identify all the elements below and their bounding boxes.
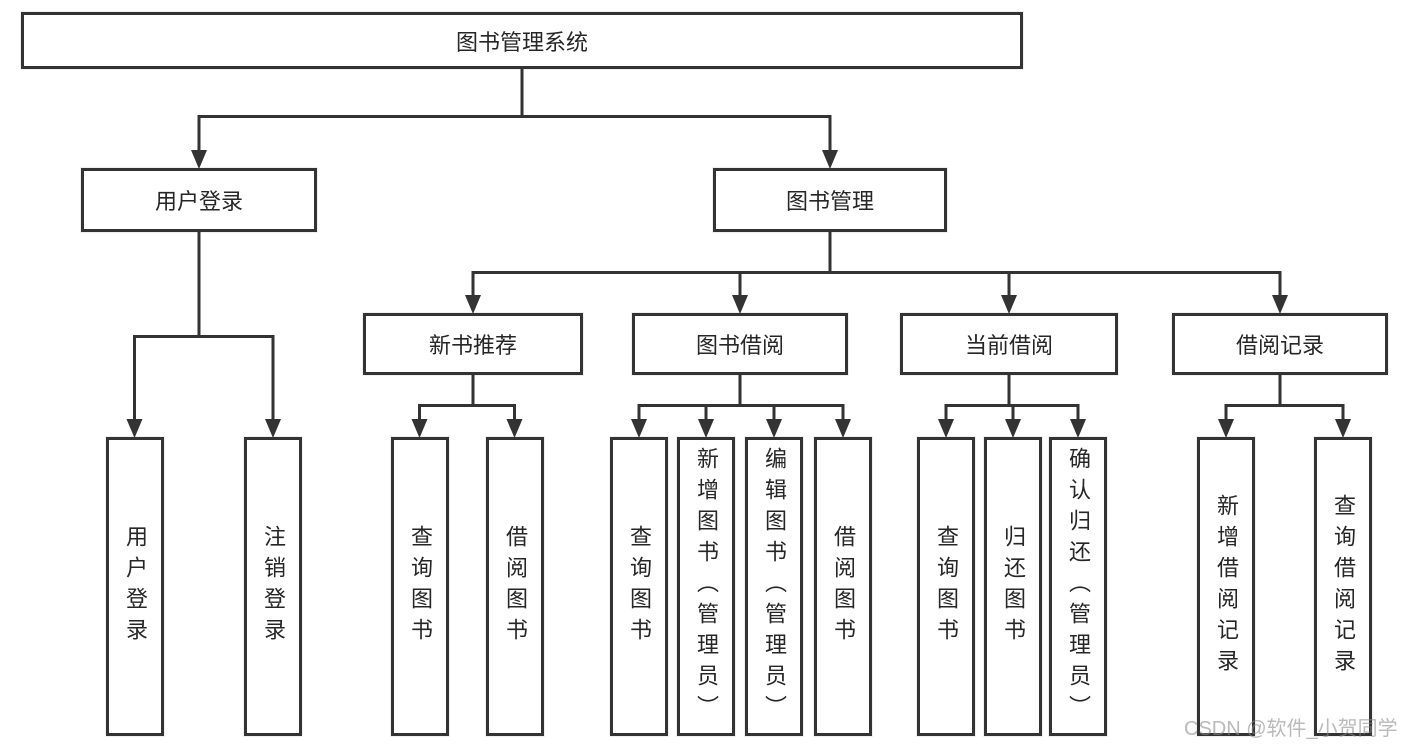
node-new-book-recommend: 新书推荐	[363, 313, 583, 375]
leaf-query-book-1: 查询图书	[391, 437, 449, 736]
arrowhead	[822, 150, 838, 169]
leaf-query-book-3-label: 查询图书	[934, 524, 959, 649]
leaf-query-book-2-label: 查询图书	[627, 524, 652, 649]
leaf-query-borrow-record: 查询借阅记录	[1314, 437, 1372, 736]
node-root: 图书管理系统	[21, 12, 1023, 69]
arrowhead	[265, 419, 281, 438]
node-book-borrow: 图书借阅	[632, 313, 848, 375]
node-user-login-label: 用户登录	[154, 189, 243, 214]
leaf-query-book-2: 查询图书	[610, 437, 668, 736]
leaf-borrow-book-2-label: 借阅图书	[831, 524, 856, 649]
arrowhead	[835, 419, 851, 438]
leaf-add-borrow-record-label: 新增借阅记录	[1214, 493, 1239, 680]
node-book-mgmt: 图书管理	[713, 168, 947, 232]
leaf-logout: 注销登录	[244, 437, 302, 736]
arrowhead	[506, 419, 523, 438]
arrowhead	[766, 419, 782, 438]
arrowhead	[1335, 419, 1351, 438]
leaf-borrow-book-1: 借阅图书	[486, 437, 544, 736]
arrowhead	[732, 295, 748, 314]
watermark: CSDN @软件_小贺同学	[1184, 718, 1398, 740]
leaf-edit-book-admin: 编辑图书（管理员）	[745, 437, 803, 736]
node-current-borrow: 当前借阅	[900, 313, 1118, 375]
leaf-add-book-admin-label: 新增图书（管理员）	[694, 447, 719, 726]
arrowhead	[1070, 419, 1086, 438]
node-current-borrow-label: 当前借阅	[964, 333, 1053, 358]
arrowhead	[1005, 419, 1021, 438]
arrowhead	[631, 419, 647, 438]
leaf-borrow-book-1-label: 借阅图书	[503, 524, 528, 649]
leaf-return-book-label: 归还图书	[1001, 524, 1026, 649]
arrowhead	[465, 295, 481, 314]
node-new-book-recommend-label: 新书推荐	[428, 333, 517, 358]
node-root-label: 图书管理系统	[455, 29, 588, 55]
node-book-mgmt-label: 图书管理	[785, 189, 874, 214]
leaf-query-book-1-label: 查询图书	[408, 524, 433, 649]
arrowhead	[191, 150, 207, 169]
arrowhead	[411, 419, 428, 438]
leaf-borrow-book-2: 借阅图书	[814, 437, 872, 736]
leaf-add-borrow-record: 新增借阅记录	[1197, 437, 1255, 736]
leaf-edit-book-admin-label: 编辑图书（管理员）	[762, 447, 787, 726]
leaf-user-login-label: 用户登录	[123, 524, 148, 649]
arrowhead	[938, 419, 954, 438]
leaf-confirm-return-admin-label: 确认归还（管理员）	[1066, 447, 1091, 726]
leaf-query-book-3: 查询图书	[917, 437, 975, 736]
node-borrow-records: 借阅记录	[1172, 313, 1388, 375]
arrowhead	[1272, 295, 1288, 314]
arrowhead	[1218, 419, 1234, 438]
edge-user-login-rail	[133, 335, 275, 421]
leaf-query-borrow-record-label: 查询借阅记录	[1331, 493, 1356, 680]
arrowhead	[1001, 295, 1017, 314]
arrowhead	[698, 419, 714, 438]
leaf-logout-label: 注销登录	[261, 524, 286, 649]
leaf-return-book: 归还图书	[984, 437, 1042, 736]
leaf-add-book-admin: 新增图书（管理员）	[677, 437, 735, 736]
arrowhead	[126, 419, 143, 438]
edge-book-borrow-rail	[637, 404, 845, 421]
node-user-login: 用户登录	[81, 168, 317, 232]
node-book-borrow-label: 图书借阅	[695, 333, 784, 358]
leaf-user-login: 用户登录	[106, 437, 164, 736]
edge-new-book-rail	[418, 404, 516, 421]
edge-root-rail	[197, 115, 832, 151]
edge-borrow-record-rail	[1224, 404, 1345, 421]
node-borrow-records-label: 借阅记录	[1235, 333, 1324, 358]
edge-book-mgmt-rail	[471, 271, 1282, 296]
leaf-confirm-return-admin: 确认归还（管理员）	[1049, 437, 1107, 736]
